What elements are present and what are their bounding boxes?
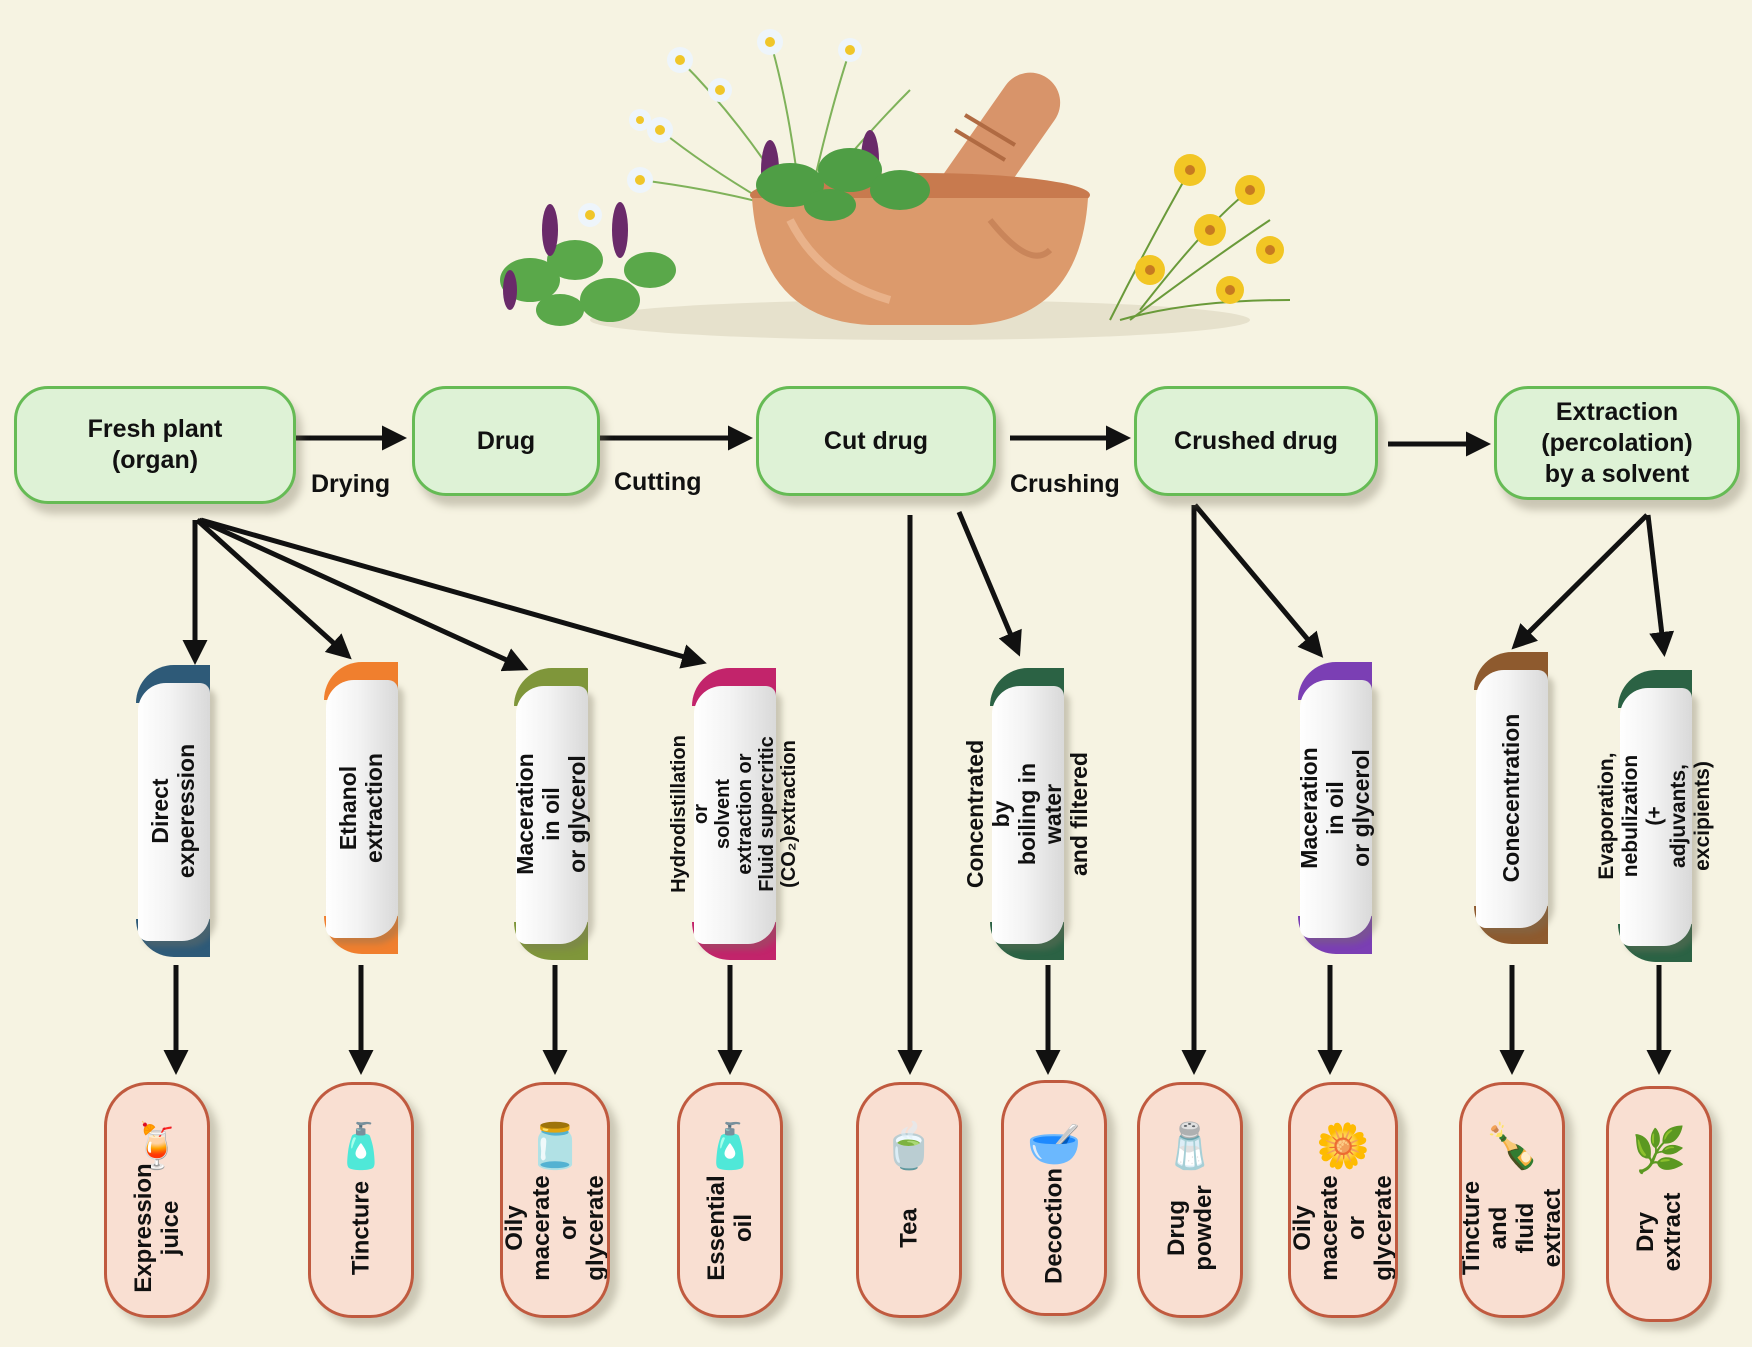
process-direct-expression: Direct experession	[130, 665, 216, 957]
process-label: Hydrodistillation or solvent extraction …	[668, 735, 800, 893]
tea-cup-icon: 🍵	[881, 1122, 937, 1171]
arrow-crushed-to-maceration	[1193, 503, 1324, 658]
process-label: Conecentration	[1498, 713, 1524, 883]
arrow-fresh-to-hydrodistillation	[200, 517, 707, 669]
green-powder-icon: 🌿	[1631, 1126, 1687, 1175]
arrow-cutdrug-to-boiling	[956, 511, 1022, 657]
product-label: Tincture	[347, 1180, 375, 1275]
product-label: Oily macerate or glycerate	[501, 1174, 609, 1281]
oil-flowers-icon: 🌼	[1315, 1122, 1371, 1171]
process-body	[326, 680, 398, 938]
product-expression-juice: 🍹 Expression juice	[104, 1082, 210, 1318]
process-maceration-fresh: Maceration in oil or glycerol	[508, 668, 594, 960]
process-label: Direct experession	[147, 743, 199, 879]
process-evaporation: Evaporation, nebulization (+ adjuvants, …	[1595, 670, 1714, 962]
arrow-extraction-to-concentration	[1511, 513, 1649, 650]
process-label: Evaporation, nebulization (+ adjuvants, …	[1595, 752, 1714, 880]
arrow-fresh-to-maceration	[197, 517, 529, 672]
decoction-bowl-icon: 🥣	[1026, 1120, 1082, 1169]
process-body	[694, 686, 776, 944]
node-cut-drug: Cut drug	[756, 386, 996, 496]
process-body	[992, 686, 1064, 944]
process-ethanol-extraction: Ethanol extraction	[318, 662, 404, 954]
product-label: Tea	[895, 1207, 923, 1248]
dark-bottle-icon: 🍾	[1484, 1122, 1540, 1171]
product-tea: 🍵 Tea	[856, 1082, 962, 1318]
process-label: Ethanol extraction	[335, 753, 387, 863]
product-dry-extract: 🌿 Dry extract	[1606, 1086, 1712, 1322]
process-body	[1476, 670, 1548, 928]
process-concentration: Conecentration	[1468, 652, 1554, 944]
product-decoction: 🥣 Decoction	[1001, 1080, 1107, 1316]
node-crushed-drug: Crushed drug	[1134, 386, 1378, 496]
process-body	[516, 686, 588, 944]
essential-oil-bottle-icon: 🧴	[702, 1122, 758, 1171]
step-label-crushing: Crushing	[1010, 470, 1120, 498]
process-body	[1620, 688, 1692, 946]
step-label-cutting: Cutting	[614, 468, 702, 496]
process-label: Maceration in oil or glycerol	[1296, 747, 1374, 869]
mortar-herbs-illustration	[500, 29, 1291, 340]
process-boiling: Concentrated by boiling in water and fil…	[962, 668, 1092, 960]
herb-leaves-in-bowl	[756, 148, 930, 221]
product-label: Drug powder	[1163, 1184, 1217, 1271]
product-tincture: 🧴 Tincture	[308, 1082, 414, 1318]
oil-bottle-icon: 🫙	[527, 1122, 583, 1171]
process-maceration-crushed: Maceration in oil or glycerol	[1292, 662, 1378, 954]
step-label-drying: Drying	[311, 470, 391, 498]
st-johns-wort-centers	[1145, 165, 1275, 295]
node-fresh-plant: Fresh plant (organ)	[14, 386, 296, 504]
product-label: Decoction	[1040, 1167, 1068, 1284]
product-label: Expression juice	[130, 1162, 184, 1293]
arrow-extraction-to-evaporation	[1645, 514, 1675, 657]
product-oily-macerate-2: 🌼 Oily macerate or glycerate	[1288, 1082, 1398, 1318]
product-label: Tincture and fluid extract	[1459, 1180, 1565, 1275]
process-body	[138, 683, 210, 941]
product-drug-powder: 🧂 Drug powder	[1137, 1082, 1243, 1318]
chamomile-flowers	[578, 29, 862, 227]
product-label: Oily macerate or glycerate	[1289, 1174, 1397, 1281]
product-label: Dry extract	[1632, 1192, 1686, 1271]
product-label: Essential oil	[703, 1174, 757, 1281]
juice-glass-icon: 🍹	[129, 1122, 185, 1171]
process-body	[1300, 680, 1372, 938]
node-drug: Drug	[412, 386, 600, 496]
node-extraction: Extraction (percolation) by a solvent	[1494, 386, 1740, 500]
product-essential-oil: 🧴 Essential oil	[677, 1082, 783, 1318]
dropper-bottle-icon: 🧴	[333, 1122, 389, 1171]
herb-leaves-left	[500, 240, 676, 326]
product-oily-macerate-1: 🫙 Oily macerate or glycerate	[500, 1082, 610, 1318]
process-label: Concentrated by boiling in water and fil…	[962, 739, 1092, 889]
arrow-fresh-to-ethanol	[195, 518, 352, 660]
product-tincture-fluid-extract: 🍾 Tincture and fluid extract	[1459, 1082, 1565, 1318]
process-label: Maceration in oil or glycerol	[512, 753, 590, 875]
chamomile-stems	[639, 39, 911, 211]
powder-jar-icon: 🧂	[1162, 1122, 1218, 1171]
process-hydrodistillation: Hydrodistillation or solvent extraction …	[668, 668, 800, 960]
